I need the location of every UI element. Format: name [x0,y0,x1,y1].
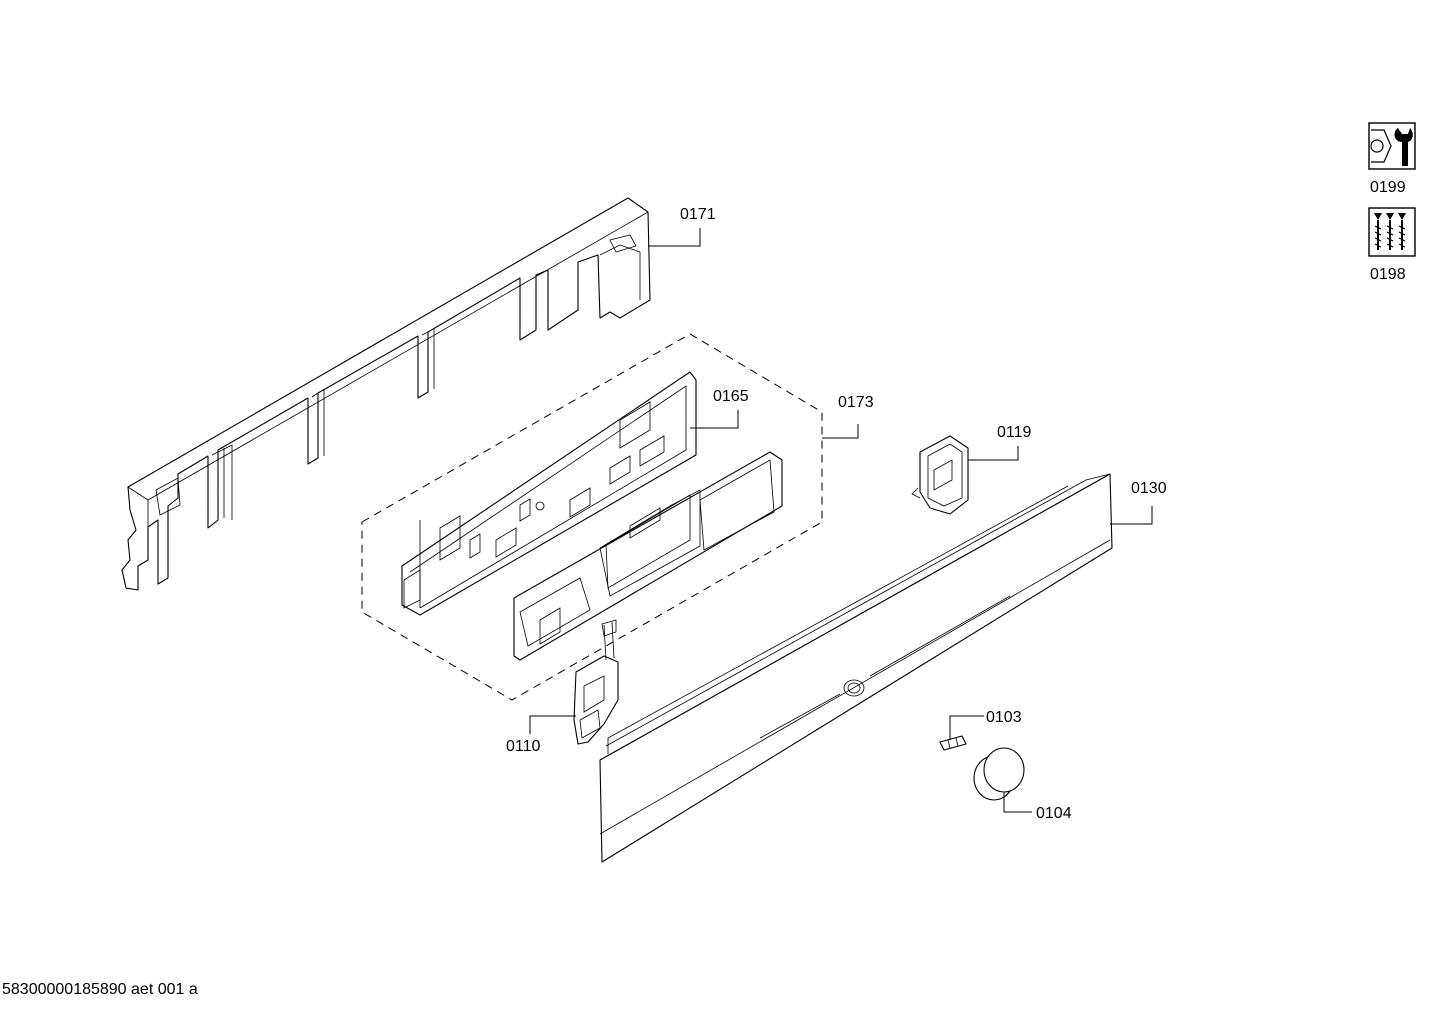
electronic-board[interactable] [513,451,783,661]
callout-0110: 0110 [506,738,541,755]
callout-0103: 0103 [986,709,1022,726]
callout-0173: 0173 [838,394,874,411]
part-0171-frame[interactable] [121,197,651,591]
leader-lines [529,228,1153,813]
callout-0119: 0119 [997,424,1032,441]
part-0103-shaft[interactable] [939,735,967,751]
part-0104-knob[interactable] [973,747,1025,801]
nut-wrench-icon[interactable] [1368,122,1416,170]
callout-0165: 0165 [713,388,749,405]
legend-label-0198: 0198 [1370,266,1406,283]
assembly-0173-outline [361,333,823,701]
drawing-id: 58300000185890 aet 001 a [2,981,198,998]
part-0110-switch[interactable] [573,619,619,745]
part-0130-front-panel[interactable] [599,473,1113,863]
screws-icon[interactable] [1368,207,1416,257]
callout-0171: 0171 [680,206,716,223]
legend-label-0199: 0199 [1370,179,1406,196]
part-0165-housing[interactable] [401,371,697,616]
part-0119-connector[interactable] [911,435,969,515]
callout-0104: 0104 [1036,805,1072,822]
callout-0130: 0130 [1131,480,1167,497]
